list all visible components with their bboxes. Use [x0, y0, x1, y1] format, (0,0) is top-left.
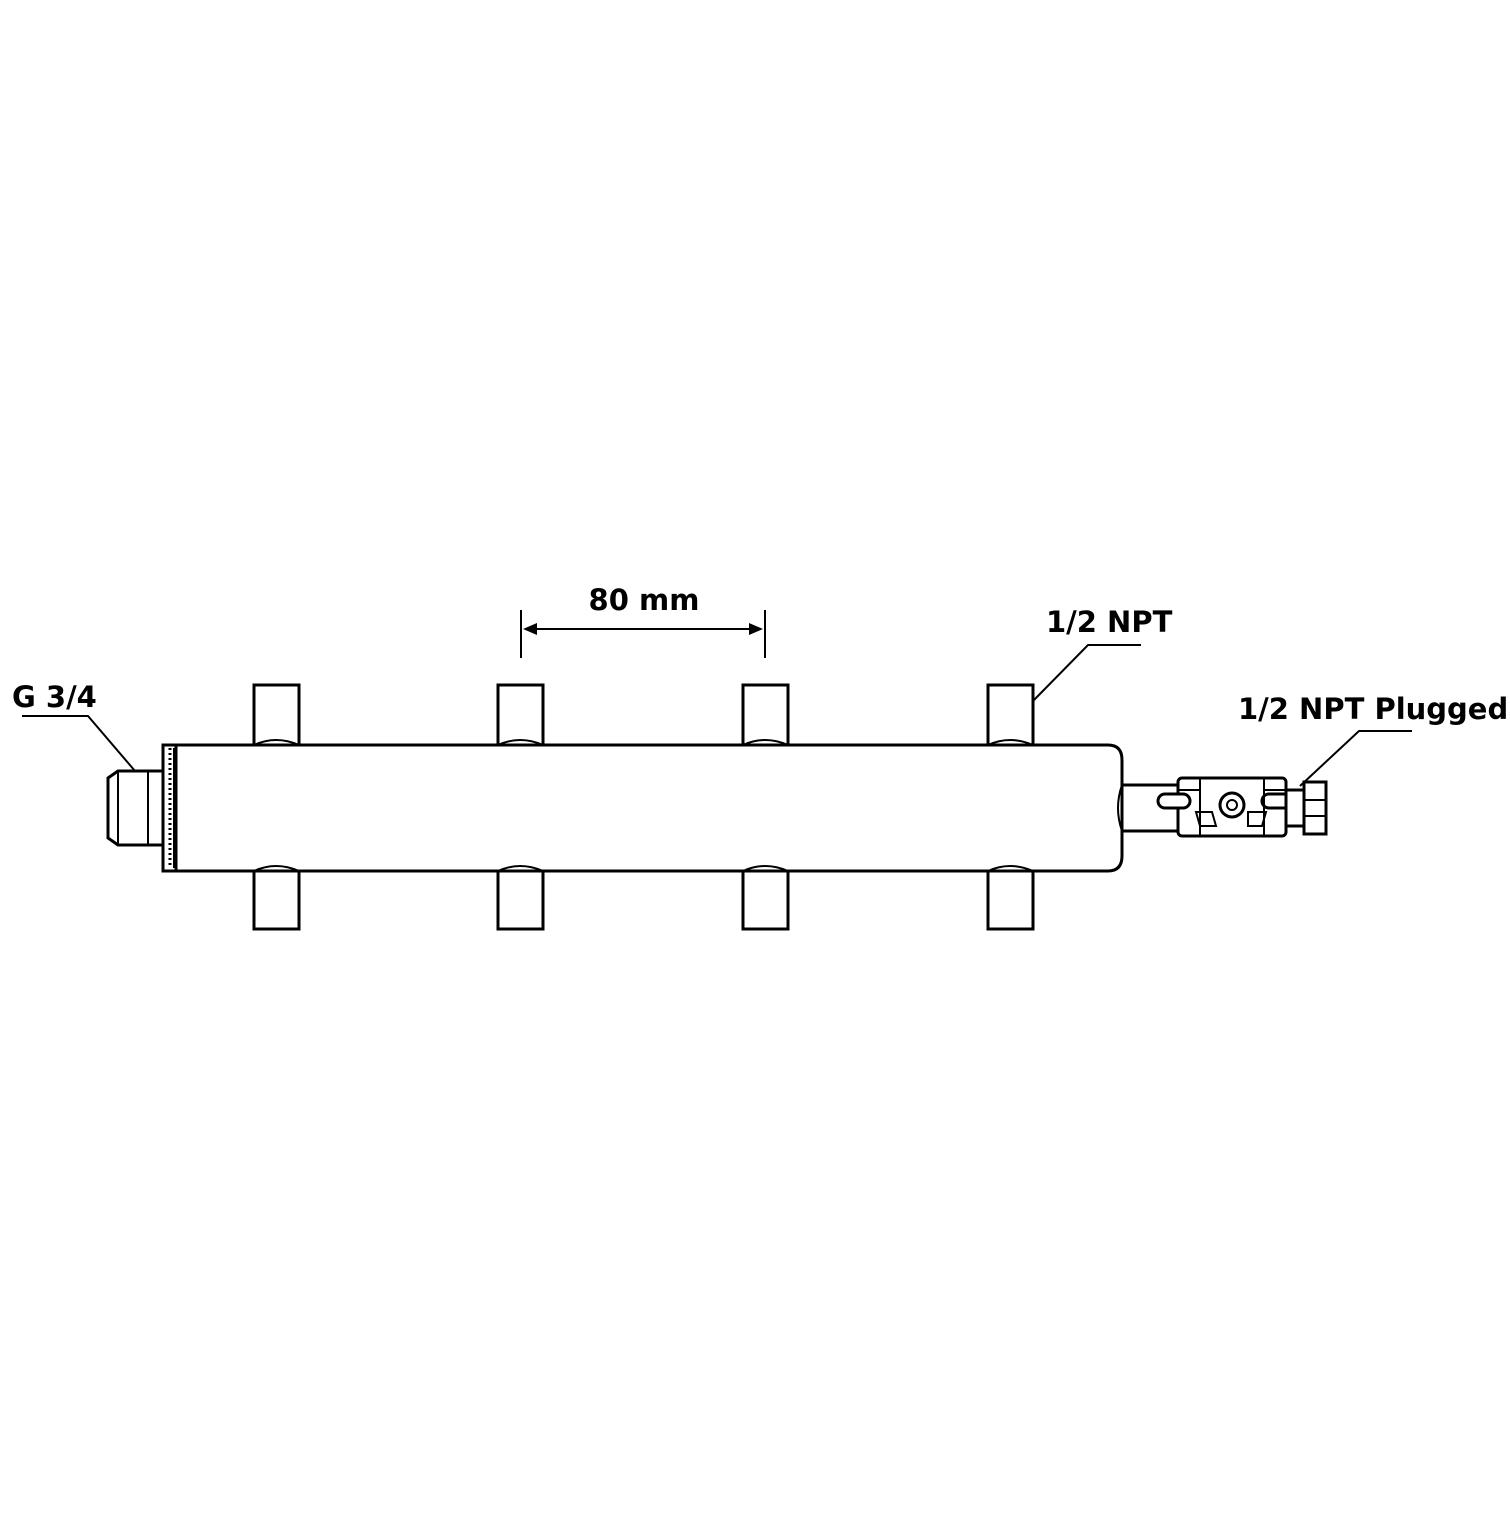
purge-valve — [1156, 776, 1296, 838]
top-port — [496, 683, 545, 747]
bottom-ports — [252, 865, 1035, 931]
inlet-callout: G 3/4 — [12, 680, 136, 772]
inlet-thread — [106, 769, 165, 847]
inlet-label: G 3/4 — [12, 680, 97, 714]
top-port — [741, 683, 790, 747]
end-plug — [1284, 780, 1328, 836]
valve-knob — [1218, 791, 1246, 819]
end-plug-callout: 1/2 NPT Plugged — [1238, 692, 1508, 787]
bottom-port — [986, 865, 1035, 931]
outlet-thread-callout: 1/2 NPT — [1033, 605, 1173, 701]
top-port — [252, 683, 301, 747]
bottom-port — [252, 865, 301, 931]
top-ports — [252, 683, 1035, 747]
end-plug-label: 1/2 NPT Plugged — [1238, 692, 1508, 726]
outlet-thread-label: 1/2 NPT — [1046, 605, 1173, 639]
inlet-flange — [161, 743, 178, 873]
spacing-label: 80 mm — [589, 583, 700, 617]
bottom-port — [496, 865, 545, 931]
manifold-body — [170, 743, 1124, 873]
bottom-port — [741, 865, 790, 931]
spacing-dimension: 80 mm — [520, 583, 766, 658]
top-port — [986, 683, 1035, 747]
